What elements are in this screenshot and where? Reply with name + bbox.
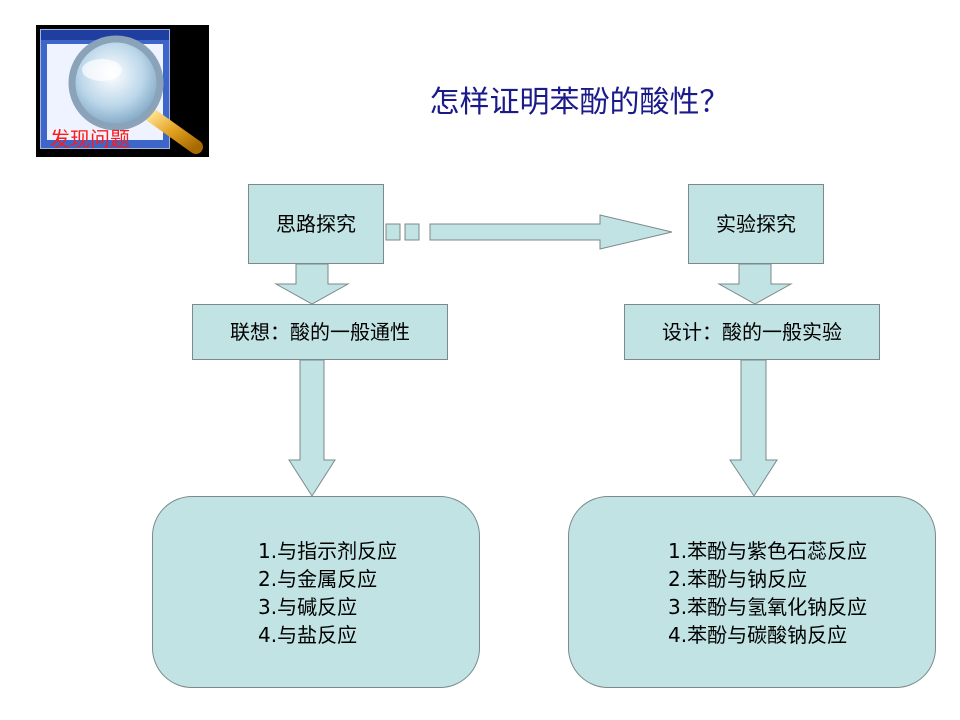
logo: 发现问题 <box>36 25 209 157</box>
left-top-box-label: 思路探究 <box>276 212 356 236</box>
right-mid-box: 设计：酸的一般实验 <box>624 304 880 360</box>
list-item: 2.苯酚与钠反应 <box>668 567 808 591</box>
left-mid-box-label: 联想：酸的一般通性 <box>230 320 410 344</box>
list-item: 1.苯酚与紫色石蕊反应 <box>668 539 868 563</box>
dash-square-2 <box>404 223 420 241</box>
left-item-list: 1.与指示剂反应 2.与金属反应 3.与碱反应 4.与盐反应 <box>258 537 397 649</box>
list-item: 3.苯酚与氢氧化钠反应 <box>668 595 868 619</box>
magnifier-icon <box>68 35 203 154</box>
right-down-arrow <box>729 359 778 497</box>
page-title: 怎样证明苯酚的酸性？ <box>429 85 730 120</box>
dash-square-1 <box>385 223 401 241</box>
list-item: 4.苯酚与碳酸钠反应 <box>668 623 848 647</box>
right-mid-box-label: 设计：酸的一般实验 <box>662 320 842 344</box>
list-item: 3.与碱反应 <box>258 595 358 619</box>
left-result-box <box>152 496 480 688</box>
list-item: 2.与金属反应 <box>258 567 378 591</box>
right-down-arrow-top <box>717 263 793 305</box>
right-arrow <box>429 214 673 250</box>
right-item-list: 1.苯酚与紫色石蕊反应 2.苯酚与钠反应 3.苯酚与氢氧化钠反应 4.苯酚与碳酸… <box>668 537 867 649</box>
list-item: 4.与盐反应 <box>258 623 358 647</box>
list-item: 1.与指示剂反应 <box>258 539 398 563</box>
left-down-arrow-top <box>274 263 350 305</box>
left-mid-box: 联想：酸的一般通性 <box>192 304 448 360</box>
right-top-box-label: 实验探究 <box>716 212 796 236</box>
logo-label: 发现问题 <box>50 127 130 151</box>
left-top-box: 思路探究 <box>248 184 384 264</box>
left-down-arrow <box>288 359 336 497</box>
right-result-box <box>568 496 936 688</box>
right-top-box: 实验探究 <box>688 184 824 264</box>
